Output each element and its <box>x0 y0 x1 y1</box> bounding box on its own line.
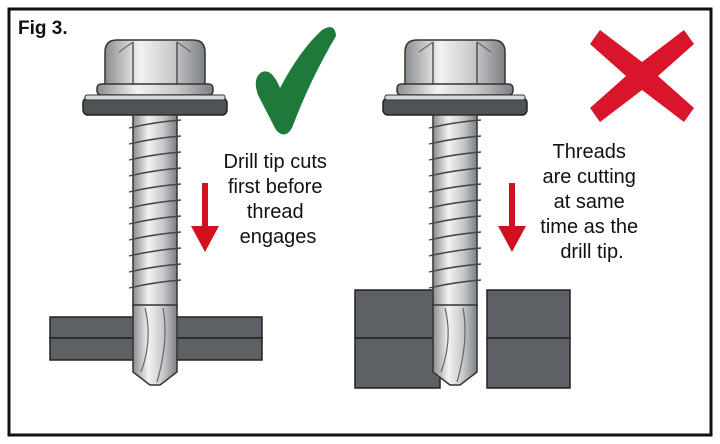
thick-sheet-left-bottom <box>354 337 441 389</box>
down-arrow-icon <box>498 183 526 252</box>
correct-caption: Drill tip cuts first before thread engag… <box>224 151 333 248</box>
thick-sheet-left-top <box>354 289 441 339</box>
check-icon <box>255 27 336 135</box>
down-arrow-icon <box>191 183 219 252</box>
incorrect-caption: Threads are cutting at same time as the … <box>540 141 643 263</box>
incorrect-screw-panel: Threads are cutting at same time as the … <box>354 30 694 389</box>
figure-label: Fig 3. <box>18 18 68 39</box>
cross-icon <box>590 30 694 122</box>
thick-sheet-right-top <box>486 289 571 339</box>
thick-sheet-right-bottom <box>486 337 571 389</box>
correct-screw-panel: Drill tip cuts first before thread engag… <box>49 27 336 386</box>
